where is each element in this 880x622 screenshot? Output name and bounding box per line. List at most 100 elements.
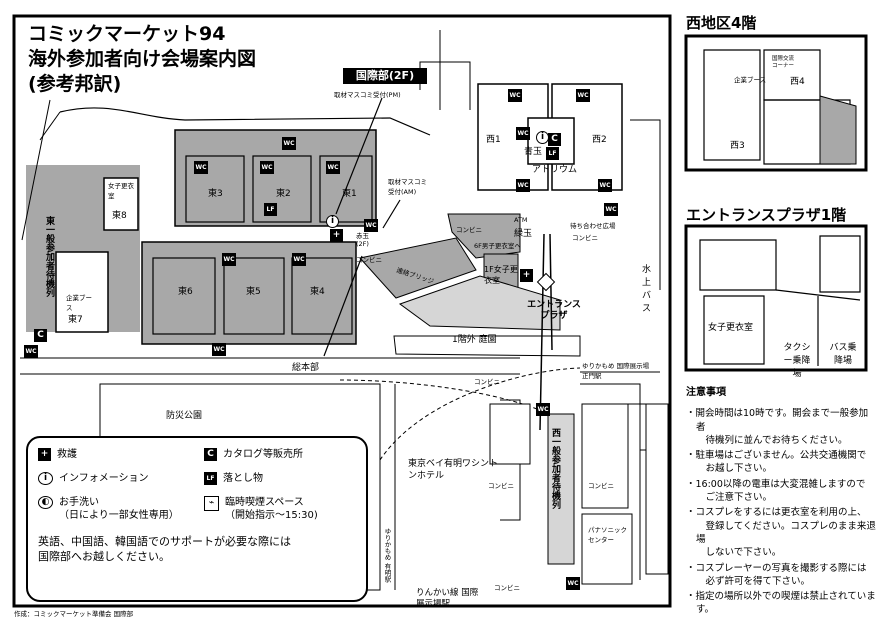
title-line1: コミックマーケット94 (28, 23, 226, 45)
inset-entrance-frame (684, 224, 868, 372)
press-pm-label: 取材マスコミ受付(PM) (334, 91, 401, 99)
east3-label: 東3 (208, 189, 223, 199)
first-aid-icon: + (38, 448, 51, 461)
note-item: ・駐車場はございません。公共交通機関で お越し下さい。 (686, 450, 867, 475)
wc-icon: WC (516, 172, 530, 192)
info-icon: i (38, 472, 53, 485)
international-desk-badge[interactable]: 国際部(2F) (343, 68, 427, 84)
wc-icon: WC (282, 130, 296, 150)
convenience-bottom: コンビニ (494, 584, 520, 592)
convenience-west: コンビニ (456, 226, 482, 234)
wc-icon: WC (604, 196, 618, 216)
legend-catalog: C カタログ等販売所 (204, 448, 303, 461)
bousai-park-label: 防災公園 (166, 411, 203, 421)
inset-west4-frame (684, 34, 868, 172)
meeting-plaza-label: 待ち合わせ広場 (570, 222, 616, 230)
legend-note: 英語、中国語、韓国語でのサポートが必要な際には 国際部へお越しください。 (38, 535, 291, 563)
title-line2: 海外参加者向け会場案内図 (28, 48, 257, 70)
west1-label: 西1 (486, 135, 501, 145)
title-line3: (参考邦訳) (28, 73, 122, 95)
ryokudama-label: 緑玉 (514, 229, 533, 239)
suijo-bus-label: 水上バス (642, 265, 652, 314)
inset-west4-hall: 西4 (790, 77, 805, 87)
mens-room-label: 6F男子更衣室へ (474, 242, 521, 250)
hotel-label: 東京ベイ有明ワシントンホテル (408, 459, 499, 481)
wc-icon: WC (292, 246, 306, 266)
convenience-right: コンビニ (588, 482, 614, 490)
notes-panel: 注意事項 ・開会時間は10時です。開会まで一般参加者 待機列に並んでお待ちくださ… (686, 386, 876, 619)
right-buildings (489, 403, 669, 585)
wc-icon: WC (212, 336, 226, 356)
east7-label: 東7 (68, 315, 83, 325)
east2-label: 東2 (276, 189, 291, 199)
wc-icon: WC (194, 154, 208, 174)
credit-text: 作成：コミックマーケット準備会 国際部 (14, 610, 134, 618)
inset-west4-gray (819, 95, 857, 165)
east6-label: 東6 (178, 287, 193, 297)
hall-outlines (152, 155, 373, 335)
atm-label: ATM (514, 216, 528, 224)
inset-kokusai-label: 国際交流コーナー (772, 56, 795, 69)
east5-label: 東5 (246, 287, 261, 297)
catalog-icon: C (548, 126, 561, 146)
legend-toilet: ◐ お手洗い （日により一部女性専用） (38, 496, 179, 522)
press-am-label: 取材マスコミ受付(AM) (388, 178, 427, 196)
east8-building (103, 177, 139, 231)
note-item: ・コスプレーヤーの写真を撮影する際には 必ず許可を得て下さい。 (686, 562, 867, 587)
legend-first-aid: + 救護 (38, 448, 77, 461)
legend-lost-found: LF 落とし物 (204, 472, 263, 485)
toilet-icon: ◐ (38, 496, 53, 509)
west-line-label: 西一般参加者待機列 (550, 428, 560, 509)
panasonic-label: パナソニックセンター (588, 526, 627, 544)
wc-icon: WC (598, 172, 612, 192)
entrance-plaza-icon (536, 272, 556, 292)
east1-label: 東1 (342, 189, 357, 199)
east8-womens-room: 女子更衣室 (108, 182, 134, 200)
wc-icon: WC (566, 570, 580, 590)
legend-smoking: ⌁ 臨時喫煙スペース （開始指示～15:30) (204, 496, 318, 522)
inset-womens-room: 女子更衣室 (708, 323, 754, 333)
catalog-icon: C (34, 322, 47, 342)
lost-found-icon: LF (204, 472, 217, 485)
lost-found-icon: LF (546, 140, 559, 160)
notes-heading: 注意事項 (686, 387, 726, 398)
convenience-hotel: コンビニ (488, 482, 514, 490)
east7-building (55, 251, 109, 333)
first-aid-icon: + (330, 222, 343, 242)
wc-icon: WC (516, 120, 530, 140)
courtyard-label: 1階外 庭園 (452, 335, 497, 345)
east-hall-south (141, 241, 357, 345)
info-icon: i (326, 208, 339, 228)
west-line-area (547, 413, 575, 565)
first-aid-icon: + (520, 262, 533, 282)
west2-label: 西2 (592, 135, 607, 145)
inset-west4-label: 西地区4階 (686, 14, 757, 32)
plaza-path (398, 275, 561, 331)
atrium-label: アトリウム (532, 165, 578, 175)
note-item: ・16:00以降の電車は大変混雑しますので ご注意下さい。 (686, 478, 866, 504)
east-line-label: 東一般参加者待機列 (44, 216, 54, 297)
convenience-plaza: コンビニ (572, 234, 598, 242)
aodama-label: 青玉 (524, 147, 543, 157)
renraku-bridge (359, 237, 477, 299)
wc-icon: WC (536, 396, 550, 416)
wc-icon: WC (260, 154, 274, 174)
east4-label: 東4 (310, 287, 325, 297)
east-corporate-booth: 企業ブース (66, 294, 92, 312)
convenience-top: コンビニ (474, 378, 500, 386)
east8-label: 東8 (112, 211, 127, 221)
wc-icon: WC (576, 82, 590, 102)
rinkai-label: りんかい線 国際展示場駅 (416, 588, 479, 609)
note-item: ・コスプレをするには更衣室を利用の上、 登録してください。コスプレのまま来退場 … (686, 507, 876, 559)
convenience-east: コンビニ (356, 256, 382, 264)
inset-bus: バス乗降場 (829, 343, 857, 366)
inset-entrance-label: エントランスプラザ1階 (686, 206, 847, 224)
inset-west3-hall: 西3 (730, 141, 745, 151)
yurikamome-bottom-label: ゆりかもめ 有明駅 (383, 528, 391, 583)
map-title: コミックマーケット94 海外参加者向け会場案内図 (参考邦訳) (28, 22, 256, 97)
inset-entrance-outlines (699, 235, 861, 366)
sohonbu-label: 総本部 (292, 363, 320, 373)
wc-icon: WC (222, 246, 236, 266)
lost-found-icon: LF (264, 196, 277, 216)
legend-info: i インフォメーション (38, 472, 149, 485)
